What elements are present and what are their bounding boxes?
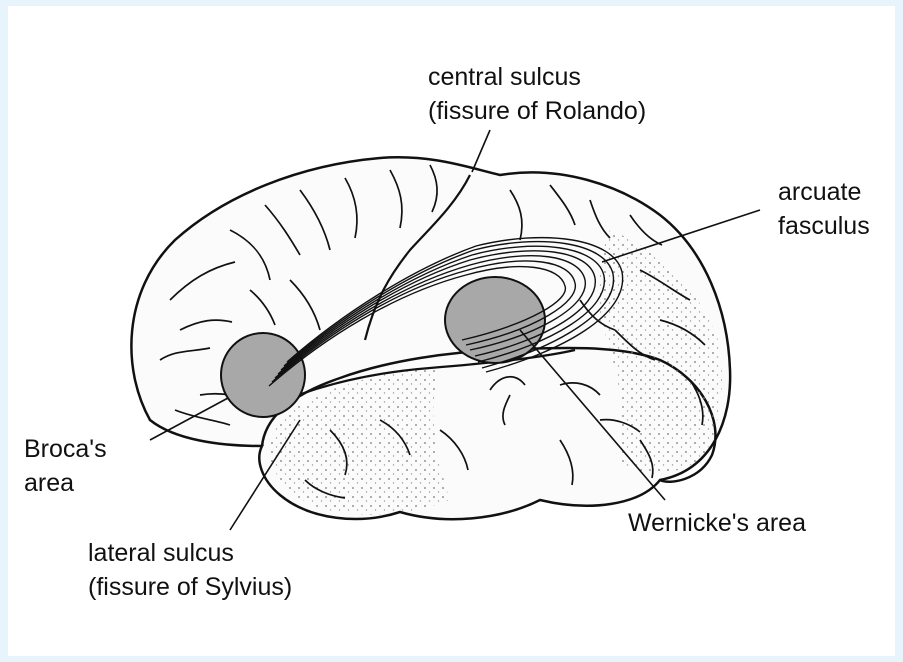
label-brocas-line2: area (24, 466, 107, 500)
label-arcuate-line2: fasculus (778, 209, 870, 243)
label-brocas-area: Broca's area (24, 432, 107, 500)
label-brocas-line1: Broca's (24, 432, 107, 466)
label-central-sulcus-line2: (fissure of Rolando) (428, 94, 646, 128)
wernickes-area-region (445, 277, 545, 363)
brocas-area-region (221, 333, 305, 417)
label-lateral-sulcus-line1: lateral sulcus (88, 536, 292, 570)
label-arcuate-line1: arcuate (778, 175, 870, 209)
label-arcuate-fasciculus: arcuate fasculus (778, 175, 870, 243)
label-central-sulcus: central sulcus (fissure of Rolando) (428, 60, 646, 128)
label-wernickes-area: Wernicke's area (628, 506, 806, 540)
label-lateral-sulcus-line2: (fissure of Sylvius) (88, 570, 292, 604)
label-wernickes-line1: Wernicke's area (628, 506, 806, 540)
label-central-sulcus-line1: central sulcus (428, 60, 646, 94)
leader-central-sulcus (472, 130, 490, 172)
label-lateral-sulcus: lateral sulcus (fissure of Sylvius) (88, 536, 292, 604)
